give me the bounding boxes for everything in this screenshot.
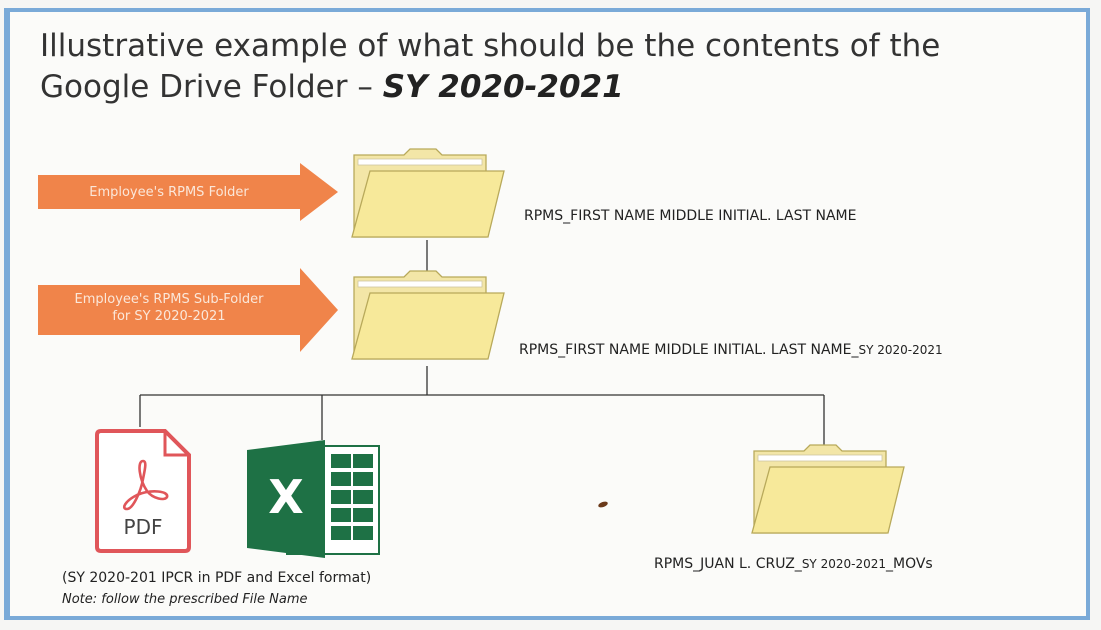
folder-icon-sub[interactable] <box>348 267 508 369</box>
subfolder-arrow-line-2: for SY 2020-2021 <box>112 309 226 324</box>
excel-label: X <box>268 470 304 524</box>
folder-movs-label: RPMS_JUAN L. CRUZ_SY 2020-2021_MOVs <box>654 556 933 572</box>
folder-arrow: Employee's RPMS Folder <box>38 163 338 221</box>
files-caption: (SY 2020-201 IPCR in PDF and Excel forma… <box>62 567 371 611</box>
folder-movs-label-sy: SY 2020-2021 <box>801 557 886 571</box>
caption-note: Note: follow the prescribed File Name <box>62 592 308 607</box>
pdf-label: PDF <box>123 515 163 539</box>
folder-sub-label-sy: SY 2020-2021 <box>858 343 943 357</box>
subfolder-arrow-label: Employee's RPMS Sub-Folder for SY 2020-2… <box>38 291 300 325</box>
folder-icon-main[interactable] <box>348 145 508 247</box>
slide-title: Illustrative example of what should be t… <box>40 26 1040 108</box>
title-line-2: Google Drive Folder – SY 2020-2021 <box>40 67 1040 108</box>
title-line-1: Illustrative example of what should be t… <box>40 28 941 64</box>
folder-icon-movs[interactable] <box>748 441 908 543</box>
folder-sub-label-main: RPMS_FIRST NAME MIDDLE INITIAL. LAST NAM… <box>519 342 859 358</box>
subfolder-arrow-line-1: Employee's RPMS Sub-Folder <box>74 292 264 307</box>
folder-arrow-label: Employee's RPMS Folder <box>89 185 249 200</box>
title-line-2-prefix: Google Drive Folder – <box>40 69 383 105</box>
folder-movs-label-prefix: RPMS_JUAN L. CRUZ_ <box>654 556 802 572</box>
folder-sub-label: RPMS_FIRST NAME MIDDLE INITIAL. LAST NAM… <box>519 342 943 358</box>
folder-main-label: RPMS_FIRST NAME MIDDLE INITIAL. LAST NAM… <box>524 208 857 224</box>
caption-line-1: (SY 2020-201 IPCR in PDF and Excel forma… <box>62 570 372 586</box>
folder-movs-label-suffix: _MOVs <box>885 556 933 572</box>
pdf-file-icon[interactable]: PDF <box>93 427 193 559</box>
subfolder-arrow: Employee's RPMS Sub-Folder for SY 2020-2… <box>38 268 338 352</box>
title-school-year: SY 2020-2021 <box>382 69 624 105</box>
excel-file-icon[interactable]: X <box>247 440 382 562</box>
